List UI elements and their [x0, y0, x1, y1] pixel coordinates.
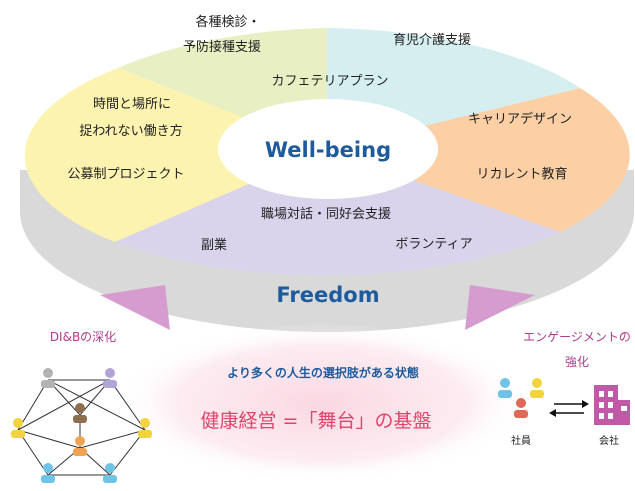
person-icon — [530, 378, 544, 398]
segment-label: 捉われない働き方 — [79, 123, 182, 139]
segment-flexible-work — [24, 68, 328, 242]
bottom-glow — [117, 323, 527, 483]
left-arrow — [100, 285, 170, 330]
segment-label: 各種検診・ — [195, 14, 260, 30]
segment-label: 公募制プロジェクト — [67, 167, 184, 182]
segment-dialogue — [115, 150, 560, 276]
person-icon — [514, 398, 528, 418]
dib-title: DI&Bの深化 — [50, 330, 116, 344]
building-icon — [594, 385, 630, 425]
center-title: Well-being — [265, 138, 391, 162]
person-icon — [73, 436, 87, 456]
company-label: 会社 — [599, 434, 619, 447]
person-icon — [11, 418, 25, 438]
center-ellipse — [218, 99, 438, 199]
segment-label: キャリアデザイン — [468, 111, 572, 127]
person-icon — [41, 368, 55, 388]
person-icon — [103, 368, 117, 388]
engagement-title-line2: 強化 — [565, 355, 589, 369]
person-icon — [41, 463, 55, 483]
segment-label: 職場対話・同好会支援 — [261, 206, 391, 222]
freedom-label: Freedom — [276, 283, 379, 307]
segment-label: 予防接種支援 — [183, 39, 261, 55]
segment-label: 副業 — [201, 237, 227, 253]
person-icon — [138, 418, 152, 438]
person-icon — [73, 403, 87, 423]
employees-label: 社員 — [511, 434, 531, 447]
exchange-arrows-icon — [549, 400, 589, 417]
bottom-main: 健康経営 =「舞台」の基盤 — [201, 410, 432, 432]
segment-career — [327, 88, 630, 232]
bottom-subtitle: より多くの人生の選択肢がある状態 — [227, 365, 419, 380]
segment-label: 時間と場所に — [93, 97, 171, 112]
person-icon — [103, 463, 117, 483]
right-arrow — [465, 285, 535, 330]
employees-icon — [498, 378, 544, 418]
segment-label: 育児介護支援 — [393, 32, 471, 48]
person-icon — [498, 378, 512, 398]
segment-label: ボランティア — [395, 237, 472, 252]
segment-label: リカレント教育 — [476, 166, 567, 182]
engagement-title-line1: エンゲージメントの — [523, 330, 631, 344]
segment-label: カフェテリアプラン — [271, 74, 388, 89]
